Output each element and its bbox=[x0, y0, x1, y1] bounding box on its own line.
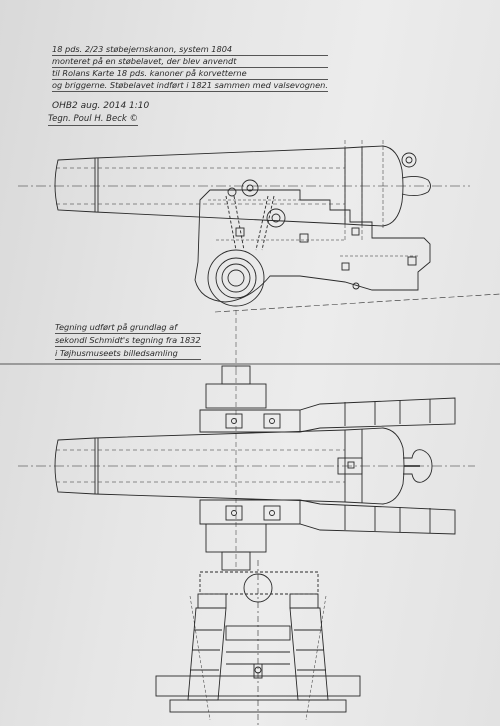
author-text: Tegn. Poul H. Beck © bbox=[48, 114, 138, 126]
source-line-1: Tegning udført på grundlag af bbox=[55, 322, 201, 334]
plan-view bbox=[18, 365, 475, 571]
title-line-1: 18 pds. 2/23 støbejernskanon, system 180… bbox=[52, 44, 328, 56]
source-line-2: sekondl Schmidt's tegning fra 1832 bbox=[55, 335, 201, 347]
title-line-3: til Rolans Karte 18 pds. kanoner på korv… bbox=[52, 68, 328, 80]
front-view bbox=[155, 560, 361, 726]
side-elevation bbox=[18, 140, 500, 370]
title-note: 18 pds. 2/23 støbejernskanon, system 180… bbox=[52, 44, 328, 92]
source-note: Tegning udført på grundlag af sekondl Sc… bbox=[55, 322, 201, 361]
title-line-4: og briggerne. Støbelavet indført i 1821 … bbox=[52, 80, 328, 92]
title-line-2: monteret på en støbelavet, der blev anve… bbox=[52, 56, 328, 68]
author-note: Tegn. Poul H. Beck © bbox=[48, 114, 138, 126]
source-line-3: i Tøjhusmuseets billedsamling bbox=[55, 348, 201, 360]
date-scale-note: OHB2 aug. 2014 1:10 bbox=[52, 101, 150, 111]
